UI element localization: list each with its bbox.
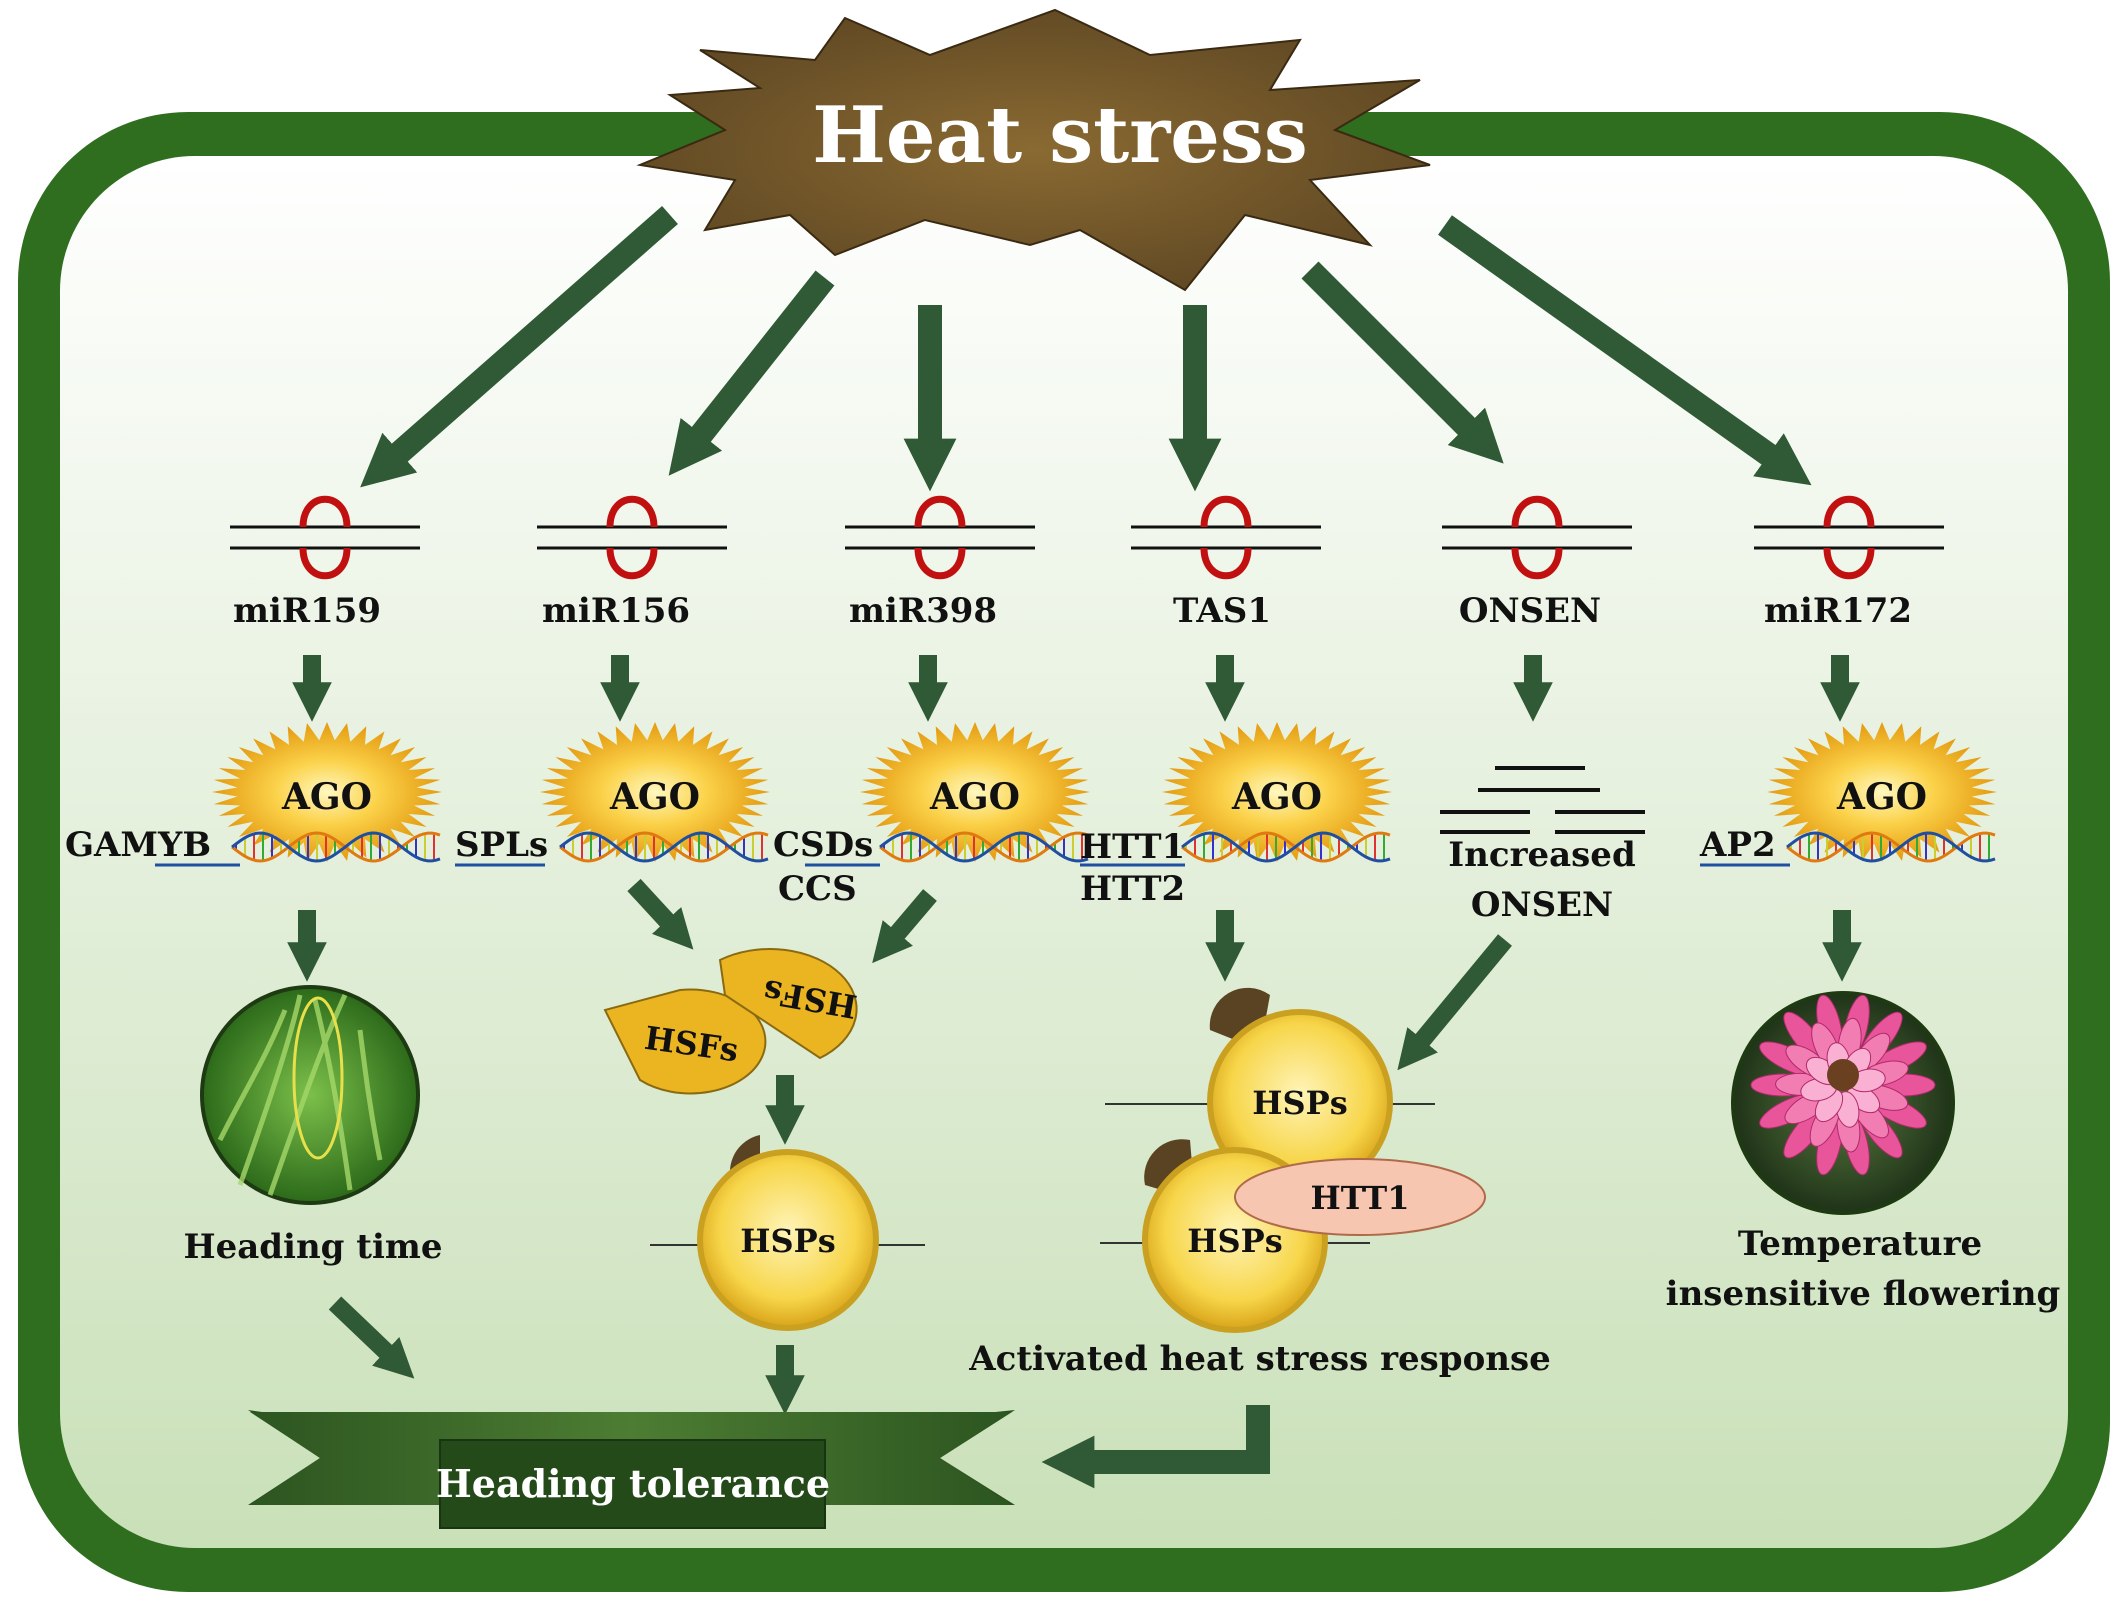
hairpin-rna-icon bbox=[1131, 495, 1321, 580]
dna-helix-icon bbox=[879, 831, 1089, 863]
hsps-right-bottom-label: HSPs bbox=[1187, 1222, 1282, 1260]
ago-sun-icon: AGO bbox=[1162, 722, 1392, 862]
hairpin-rna-icon bbox=[230, 495, 420, 580]
heading-time-label: Heading time bbox=[183, 1227, 442, 1267]
heading-tolerance-label: Heading tolerance bbox=[436, 1461, 830, 1506]
label-mir172: miR172 bbox=[1764, 591, 1912, 631]
hairpin-rna-icon bbox=[845, 495, 1035, 580]
hairpin-rna-icon bbox=[1442, 495, 1632, 580]
dna-helix-icon bbox=[1181, 831, 1391, 863]
target-htt1: HTT1 bbox=[1080, 827, 1185, 867]
dna-helix-icon bbox=[231, 831, 441, 863]
rice-panicle-photo-icon bbox=[200, 985, 420, 1205]
ago-sun-icon: AGO bbox=[860, 722, 1090, 862]
hsps-right-top-label: HSPs bbox=[1252, 1084, 1347, 1122]
flowering-label-line2: insensitive flowering bbox=[1666, 1274, 2061, 1314]
dahlia-flower-photo-icon bbox=[1731, 991, 1955, 1215]
label-onsen: ONSEN bbox=[1459, 591, 1601, 631]
heading-tolerance-banner: Heading tolerance bbox=[248, 1410, 1015, 1529]
heat-star-icon bbox=[636, 8, 1431, 292]
ago-sun-icon: AGO bbox=[212, 722, 442, 862]
dna-helix-icon bbox=[1786, 831, 1996, 863]
flowering-label-line1: Temperature bbox=[1738, 1224, 1982, 1264]
response-to-tolerance-arrow bbox=[1041, 1405, 1270, 1489]
label-mir156: miR156 bbox=[542, 591, 690, 631]
ago-complexes: AGO AGO AGO AGO AGO bbox=[212, 722, 1997, 863]
ago-label: AGO bbox=[1836, 776, 1927, 818]
hsps-left-label: HSPs bbox=[740, 1222, 835, 1260]
onsen-copies-icon bbox=[1440, 766, 1645, 834]
label-tas1: TAS1 bbox=[1173, 591, 1271, 631]
label-mir159: miR159 bbox=[233, 591, 381, 631]
increased-onsen-line2: ONSEN bbox=[1471, 885, 1613, 925]
target-labels: GAMYB SPLs CSDs CCS HTT1 HTT2 AP2 bbox=[65, 825, 1776, 909]
target-ccs: CCS bbox=[778, 869, 857, 909]
label-mir398: miR398 bbox=[849, 591, 997, 631]
heat-arrows bbox=[360, 205, 1812, 492]
target-gamyb: GAMYB bbox=[65, 825, 211, 865]
second-arrows bbox=[287, 878, 1862, 1415]
hairpin-rna-icons bbox=[230, 495, 1944, 580]
dna-helix-icon bbox=[559, 831, 769, 863]
target-spls: SPLs bbox=[455, 825, 548, 865]
hsps-left: HSPs bbox=[650, 1135, 925, 1331]
ago-sun-icon: AGO bbox=[1767, 722, 1997, 862]
target-ap2: AP2 bbox=[1699, 825, 1776, 865]
ago-label: AGO bbox=[609, 776, 700, 818]
hsps-right: HSPs HSPs HTT1 bbox=[1100, 987, 1486, 1333]
ago-label: AGO bbox=[281, 776, 372, 818]
hsfs-complex: HSFs HSFs bbox=[603, 947, 860, 1095]
heat-stress-title: Heat stress bbox=[812, 90, 1308, 181]
activated-response-label: Activated heat stress response bbox=[968, 1339, 1551, 1379]
label-arrows bbox=[292, 655, 1860, 722]
ago-label: AGO bbox=[1231, 776, 1322, 818]
hairpin-rna-icon bbox=[537, 495, 727, 580]
ago-sun-icon: AGO bbox=[540, 722, 770, 862]
hairpin-rna-icon bbox=[1754, 495, 1944, 580]
pathway-labels: miR159 miR156 miR398 TAS1 ONSEN miR172 bbox=[233, 591, 1912, 631]
ago-label: AGO bbox=[929, 776, 1020, 818]
increased-onsen-line1: Increased bbox=[1448, 835, 1635, 875]
htt1-badge-label: HTT1 bbox=[1311, 1179, 1410, 1217]
target-htt2: HTT2 bbox=[1080, 869, 1185, 909]
target-csds: CSDs bbox=[773, 825, 873, 865]
